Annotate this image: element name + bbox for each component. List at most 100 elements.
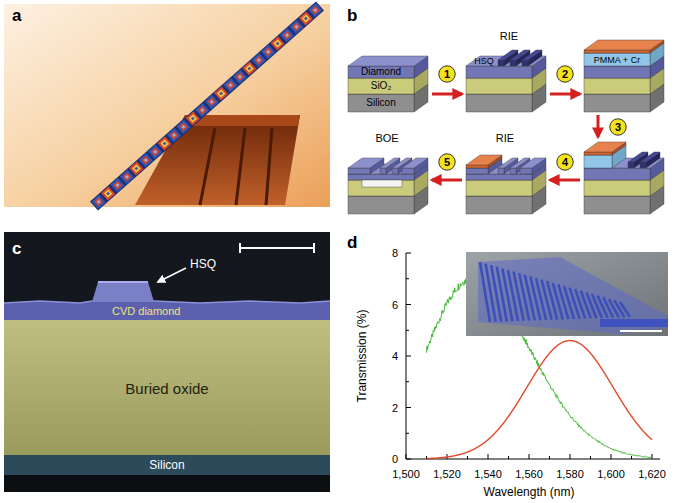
nanobeam-cavity xyxy=(90,2,324,211)
photonic-crystal-cell xyxy=(271,36,285,50)
silicon-layer xyxy=(348,196,414,214)
layer-label: Silicon xyxy=(149,459,184,471)
layer-label: HSQ xyxy=(190,258,216,270)
photonic-crystal-cell xyxy=(289,20,303,34)
grating-ridge xyxy=(586,292,596,318)
tick-label: 0 xyxy=(392,454,398,465)
photonic-crystal-cell xyxy=(295,25,299,29)
photonic-crystal-cell xyxy=(106,192,110,196)
photonic-crystal-cell xyxy=(308,3,322,17)
photonic-crystal-cell xyxy=(219,92,223,96)
tick-label: 1,580 xyxy=(556,469,584,480)
photonic-crystal-cell xyxy=(292,23,300,31)
tick-mark xyxy=(590,456,591,459)
photonic-crystal-cell xyxy=(255,56,263,64)
oxide-layer xyxy=(584,180,650,196)
callout-number: 2 xyxy=(556,65,574,83)
layer-label: HSQ xyxy=(474,57,494,66)
inset-sem-image xyxy=(600,319,668,327)
photonic-crystal-cell xyxy=(261,45,275,59)
grating-ridge xyxy=(519,273,529,320)
oxide-layer xyxy=(348,78,414,94)
grating-coupler xyxy=(480,262,630,322)
pmma-layer xyxy=(584,155,612,168)
diamond-ridge xyxy=(466,168,488,174)
photonic-crystal-cell xyxy=(148,145,162,159)
tick-label: 4 xyxy=(392,351,398,362)
grating-ridge xyxy=(575,289,585,318)
panel-letter: a xyxy=(12,7,21,24)
photonic-crystal-cell xyxy=(200,108,204,112)
process-steps xyxy=(348,40,664,214)
panel-a-illustration xyxy=(4,2,330,211)
tick-mark xyxy=(570,454,571,459)
step-number: 4 xyxy=(556,153,574,171)
photonic-crystal-cell xyxy=(113,181,121,189)
grating-ridge xyxy=(497,267,507,322)
photonic-crystal-cell xyxy=(217,89,225,97)
diamond-layer xyxy=(348,174,414,180)
panel-c-sem-image xyxy=(4,232,330,492)
photonic-crystal-cell xyxy=(151,148,159,156)
photonic-crystal-cell xyxy=(94,198,102,206)
step-arrows xyxy=(550,179,580,182)
diamond-ridge xyxy=(348,158,384,174)
silicon-layer xyxy=(584,196,650,214)
chromium-cap xyxy=(466,155,502,165)
grating-ridge xyxy=(620,302,630,317)
axis-title: Transmission (%) xyxy=(356,310,368,403)
diamond-ridge xyxy=(402,168,414,174)
grating-ridge xyxy=(502,268,512,321)
photonic-crystal-cell xyxy=(252,53,266,67)
photonic-crystal-cell xyxy=(233,70,247,84)
nanobeam xyxy=(90,2,324,211)
photonic-crystal-cell xyxy=(273,39,281,47)
diamond-ridge xyxy=(348,158,384,168)
photonic-crystal-cell xyxy=(236,73,244,81)
photonic-crystal-cell xyxy=(186,111,200,125)
chromium-layer xyxy=(584,142,626,155)
tick-mark xyxy=(406,356,411,357)
red-spectrum xyxy=(427,341,653,459)
diamond-ridge xyxy=(510,168,516,174)
tick-label: 1,500 xyxy=(392,469,420,480)
step-circle xyxy=(439,154,455,170)
inset-sem-image xyxy=(478,257,668,334)
photonic-crystal-cell xyxy=(148,145,162,159)
photonic-crystal-cell xyxy=(179,123,187,131)
panel-c-sem-image xyxy=(4,455,330,475)
grating-ridge xyxy=(480,262,490,322)
undercut-cavity xyxy=(362,180,402,187)
photonic-crystal-cell xyxy=(198,106,206,114)
diamond-ridge xyxy=(520,168,532,174)
photonic-crystal-cell xyxy=(299,11,313,25)
grating-ridge xyxy=(536,278,546,320)
photonic-crystal-cell xyxy=(304,17,308,21)
axis-title: Wavelength (nm) xyxy=(484,486,575,498)
grating-ridge xyxy=(553,283,563,320)
chromium-layer xyxy=(584,50,650,53)
panel-c-sem-image xyxy=(4,232,330,492)
silicon-layer xyxy=(584,94,650,112)
diamond-layer xyxy=(348,56,428,66)
hsq-ridge xyxy=(640,152,660,168)
grating-ridge xyxy=(486,264,496,322)
oxide-layer xyxy=(466,78,532,94)
photonic-crystal-cell xyxy=(129,161,143,175)
photonic-crystal-cell xyxy=(176,120,190,134)
panel-c-sem-image xyxy=(239,243,241,253)
panel-c-sem-image xyxy=(4,320,330,456)
tick-label: 1,520 xyxy=(433,469,461,480)
panel-a-illustration xyxy=(200,128,215,205)
photonic-crystal-cell xyxy=(285,33,289,37)
panel-c-sem-image xyxy=(98,281,148,283)
grating-ridge xyxy=(542,280,552,320)
process-name: RIE xyxy=(500,31,518,42)
photonic-crystal-cell xyxy=(233,70,247,84)
photonic-crystal-cell xyxy=(276,42,280,46)
photonic-crystal-cell xyxy=(92,195,106,209)
grating-ridge xyxy=(530,276,540,320)
diamond-ridge xyxy=(402,158,428,174)
silicon-layer xyxy=(348,94,414,112)
